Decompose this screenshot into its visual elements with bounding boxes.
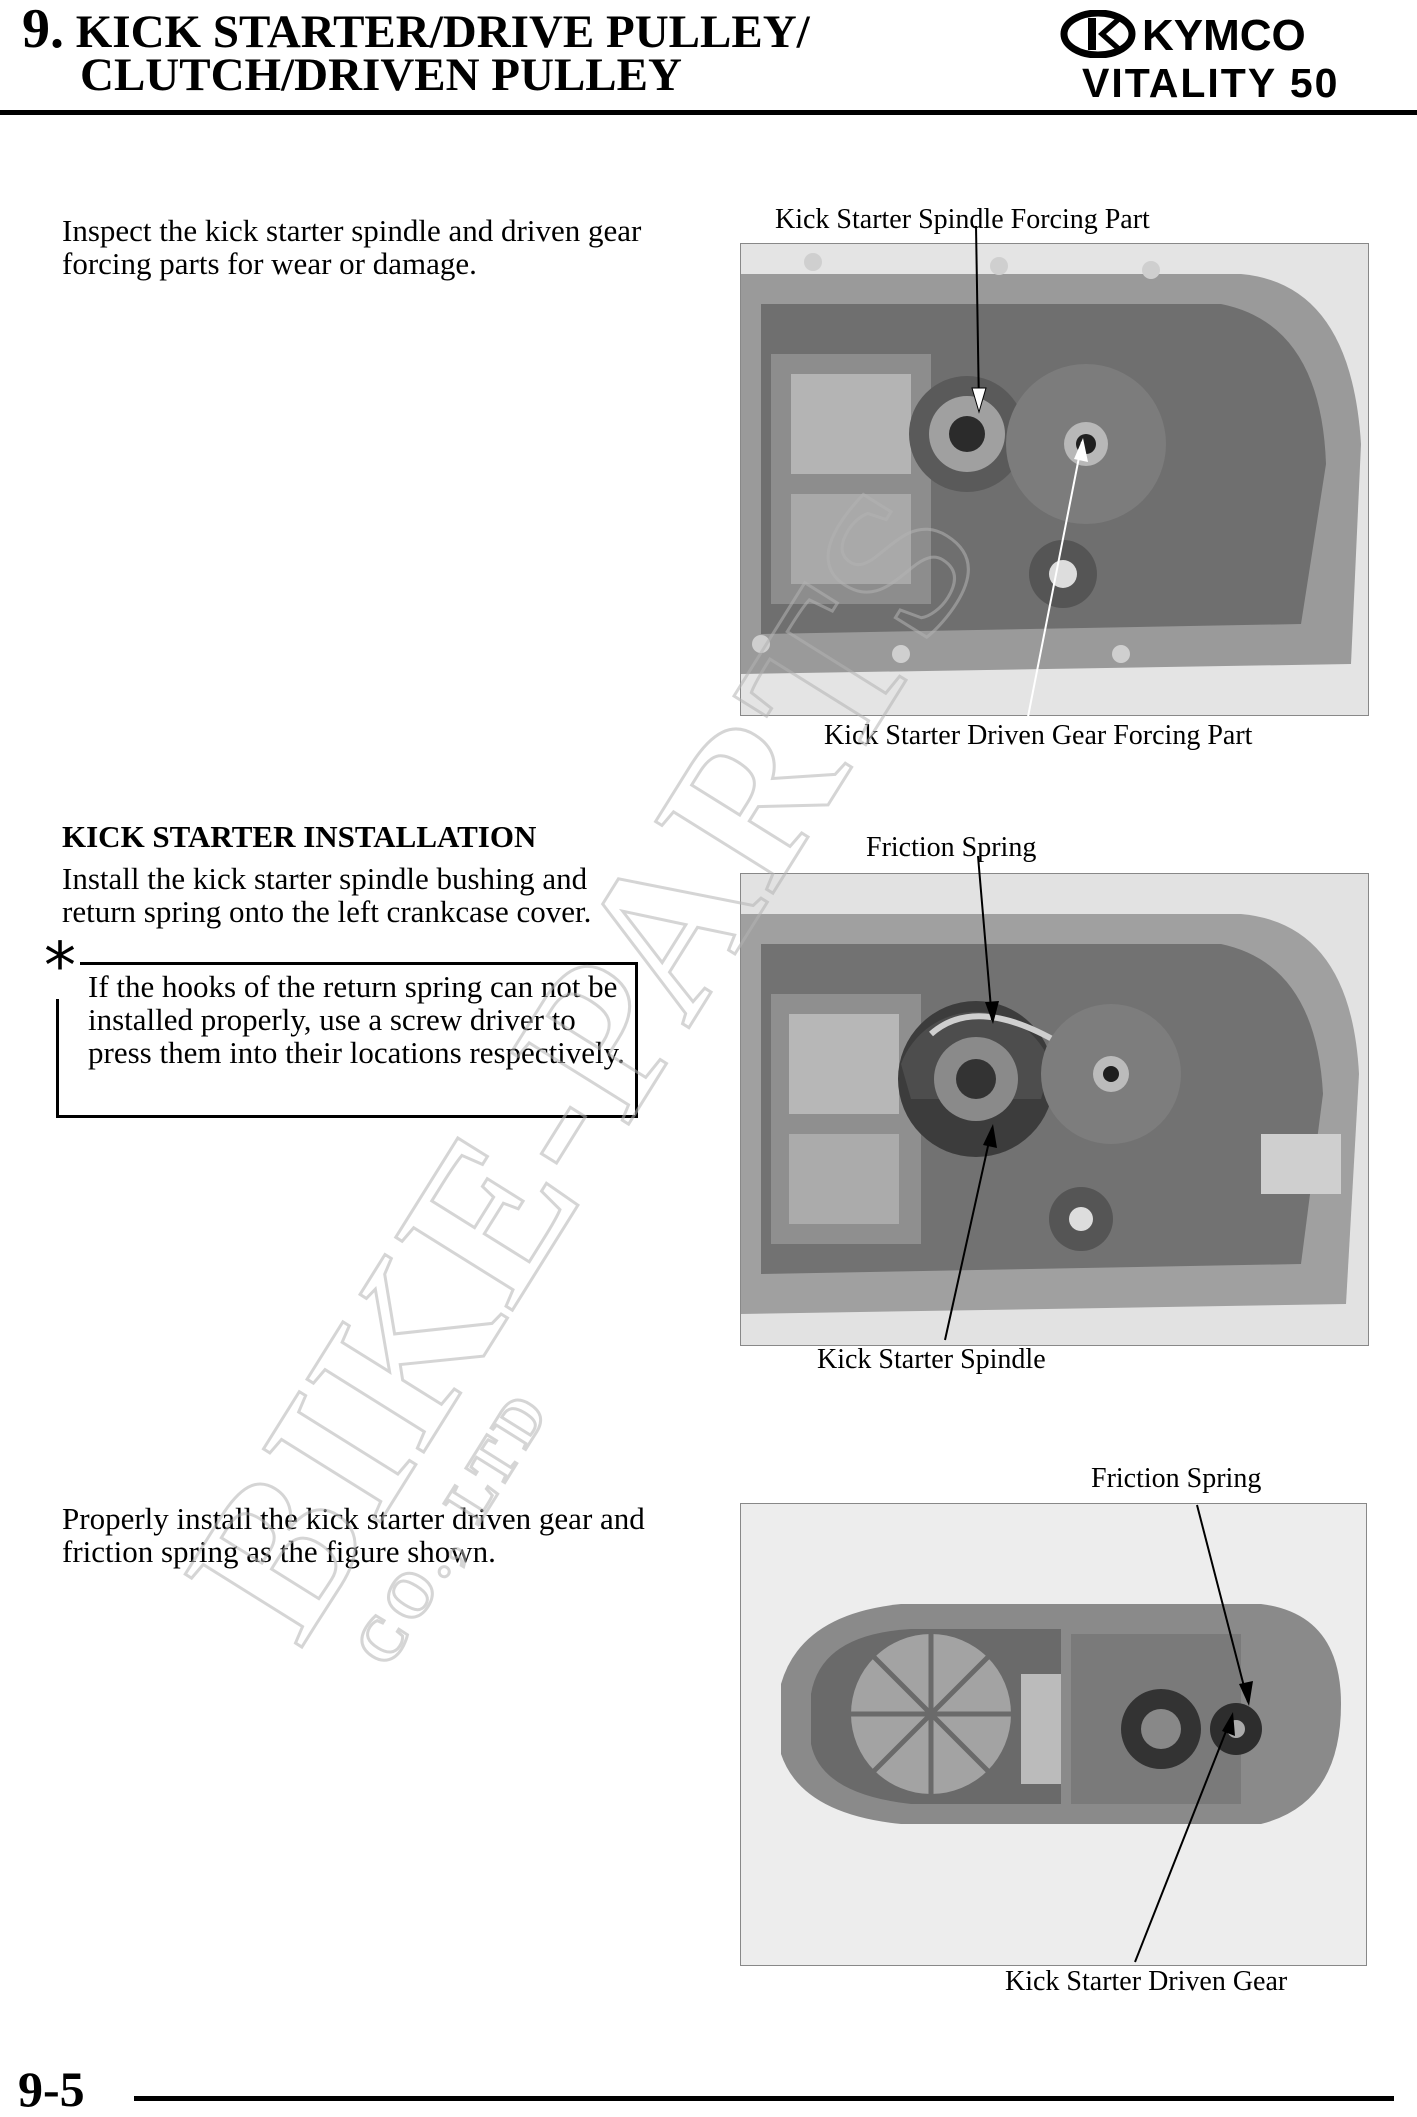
brand-logo: KYMCO [1060,9,1410,60]
kymco-logo-icon: KYMCO [1060,9,1306,60]
section2-heading: KICK STARTER INSTALLATION [62,819,537,854]
note-box [56,962,638,1118]
model-name: VITALITY 50 [1082,60,1340,106]
section1-text: Inspect the kick starter spindle and dri… [62,213,642,281]
section3-caption-top: Friction Spring [1091,1463,1262,1494]
section2-text: Install the kick starter spindle bushing… [62,861,592,929]
section2-caption-top: Friction Spring [866,832,1037,863]
page-number: 9-5 [18,2061,85,2117]
note-top-rule [80,962,638,965]
section2-caption-bottom: Kick Starter Spindle [817,1344,1046,1375]
note-asterisk-icon: * [40,935,80,999]
note-text: If the hooks of the return spring can no… [88,969,625,1070]
chapter-title-line1: KICK STARTER/DRIVE PULLEY/ [75,6,810,58]
chapter-title-line2: CLUTCH/DRIVEN PULLEY [80,49,682,101]
section3-caption-bottom: Kick Starter Driven Gear [1005,1966,1288,1997]
brand-name: KYMCO [1142,11,1306,58]
section1-caption-top: Kick Starter Spindle Forcing Part [775,204,1150,235]
header-rule [0,110,1417,115]
section3-text: Properly install the kick starter driven… [62,1501,645,1569]
chapter-title: 9. KICK STARTER/DRIVE PULLEY/ CLUTCH/DRI… [22,1,810,101]
photo-crankcase-cover-3 [740,1503,1367,1966]
chapter-number: 9. [22,0,64,60]
footer-rule [134,2096,1394,2101]
photo-crankcase-cover-2 [740,873,1369,1346]
section1-caption-bottom: Kick Starter Driven Gear Forcing Part [824,720,1253,751]
photo-crankcase-cover-1 [740,243,1369,716]
